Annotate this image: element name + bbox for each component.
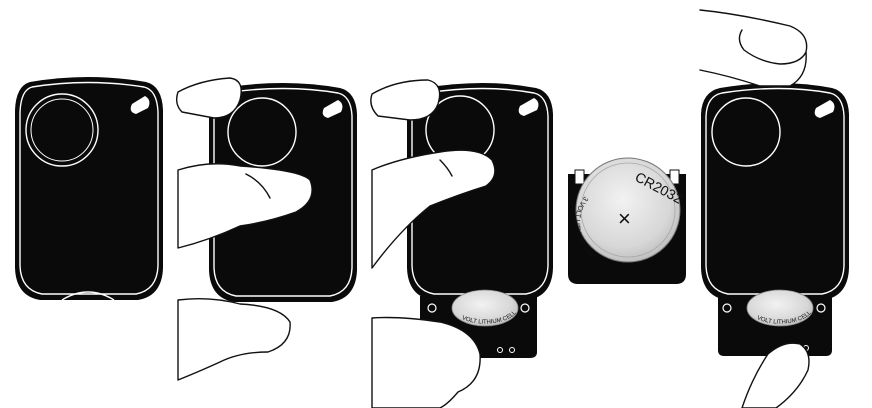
tray-clip-left	[575, 170, 584, 184]
thumb-top	[371, 80, 440, 120]
step-remove-battery: CR2032 3 VOLT LITHIUM CELL ×	[568, 158, 686, 284]
thumb-top	[700, 10, 807, 86]
step-insert-tray-back: VOLT LITHIUM CELL	[700, 10, 849, 408]
step-slide-tray-out: VOLT LITHIUM CELL	[371, 80, 553, 408]
step-closed-fob	[15, 77, 163, 300]
thumb-top	[177, 78, 242, 118]
step-hold-fob	[177, 78, 357, 380]
finger-pull	[372, 318, 480, 408]
finger-lower	[178, 299, 290, 380]
cross-symbol-icon: ×	[618, 206, 631, 231]
